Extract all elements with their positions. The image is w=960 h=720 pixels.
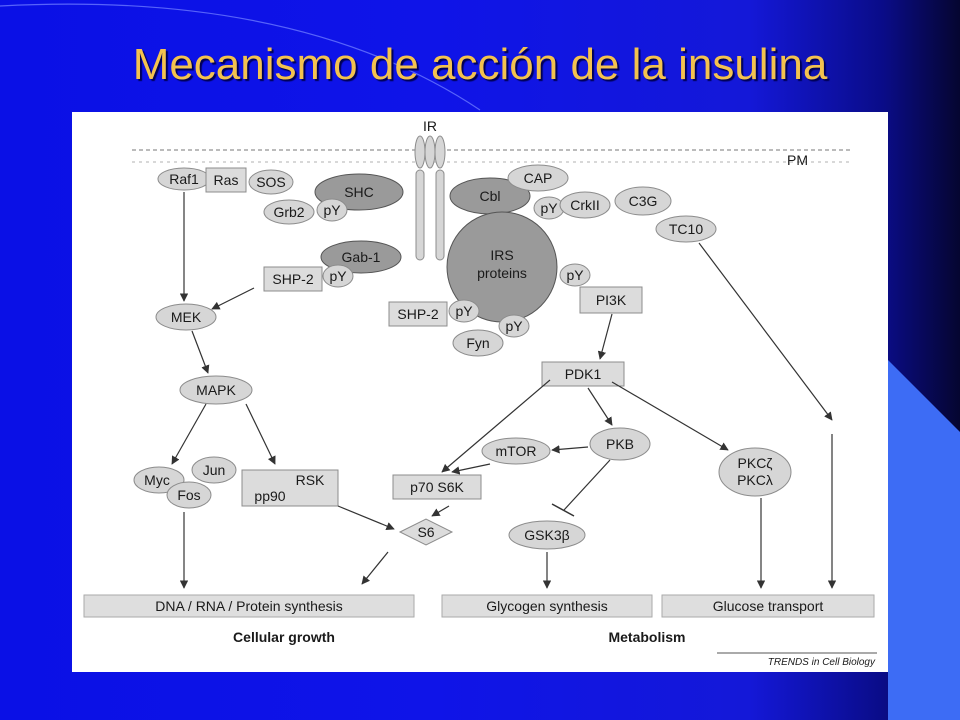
pkb-label: PKB	[606, 436, 634, 452]
shp2-left-label: SHP-2	[272, 271, 313, 287]
mek-label: MEK	[171, 309, 202, 325]
node-pdk1: PDK1	[541, 361, 625, 387]
outcome-dna-label: DNA / RNA / Protein synthesis	[155, 598, 343, 614]
grb2-label: Grb2	[273, 204, 304, 220]
node-tc10: TC10	[655, 215, 717, 243]
insulin-receptor	[414, 135, 446, 261]
p70s6k-label: p70 S6K	[410, 479, 464, 495]
node-grb2: Grb2	[263, 199, 315, 225]
ir-label: IR	[423, 118, 437, 134]
irs-label-line1: IRS	[490, 247, 513, 263]
shp2-center-label: SHP-2	[397, 306, 438, 322]
cap-label: CAP	[524, 170, 553, 186]
node-jun: Jun	[191, 456, 237, 484]
rsk-label: RSK	[296, 472, 325, 488]
pi3k-label: PI3K	[596, 292, 627, 308]
source-credit: TRENDS in Cell Biology	[768, 657, 876, 668]
gsk3b-label: GSK3β	[524, 527, 569, 543]
gab1-label: Gab-1	[342, 249, 381, 265]
c3g-label: C3G	[629, 193, 658, 209]
pm-label: PM	[787, 152, 808, 168]
node-c3g: C3G	[614, 186, 672, 216]
pathway-arrows	[171, 192, 837, 589]
node-cap: CAP	[507, 164, 569, 192]
raf1-label: Raf1	[169, 171, 199, 187]
node-pkc: PKCζ PKCλ	[718, 447, 792, 497]
py-shp2-label: pY	[455, 303, 473, 319]
category-cellular-growth: Cellular growth	[233, 629, 335, 645]
outcome-glucose: Glucose transport	[661, 594, 875, 618]
pdk1-label: PDK1	[565, 366, 602, 382]
node-rsk-pp90: RSK pp90	[241, 469, 339, 507]
cbl-label: Cbl	[479, 188, 500, 204]
node-mapk: MAPK	[179, 375, 253, 405]
node-py-cbl: pY	[533, 196, 565, 220]
node-mtor: mTOR	[481, 437, 551, 465]
node-ras: Ras	[205, 167, 247, 193]
sos-label: SOS	[256, 174, 286, 190]
node-fos: Fos	[166, 481, 212, 509]
node-mek: MEK	[155, 303, 217, 331]
node-py-irs-right: pY	[559, 263, 591, 287]
outcome-dna-rna-protein: DNA / RNA / Protein synthesis	[83, 594, 415, 618]
mtor-label: mTOR	[496, 443, 537, 459]
py-fyn-label: pY	[505, 318, 523, 334]
pkc-lambda-label: PKCλ	[737, 472, 773, 488]
outcome-glucose-label: Glucose transport	[713, 598, 824, 614]
outcome-glycogen-label: Glycogen synthesis	[486, 598, 607, 614]
node-sos: SOS	[248, 169, 294, 195]
pkc-zeta-label: PKCζ	[738, 455, 773, 471]
node-pi3k: PI3K	[579, 286, 643, 314]
py-shc-label: pY	[323, 202, 341, 218]
mapk-label: MAPK	[196, 382, 236, 398]
pp90-label: pp90	[254, 488, 285, 504]
plasma-membrane	[132, 149, 852, 163]
node-fyn: Fyn	[452, 329, 504, 357]
node-irs-proteins: IRS proteins	[446, 211, 558, 323]
shc-label: SHC	[344, 184, 374, 200]
node-shp2-left: SHP-2	[263, 266, 323, 292]
fos-label: Fos	[177, 487, 200, 503]
py-irs-right-label: pY	[566, 267, 584, 283]
node-pkb: PKB	[589, 427, 651, 461]
node-p70s6k: p70 S6K	[392, 474, 482, 500]
s6-label: S6	[417, 524, 434, 540]
category-metabolism: Metabolism	[608, 629, 685, 645]
node-shp2-center: SHP-2	[388, 301, 448, 327]
jun-label: Jun	[203, 462, 226, 478]
py-gab-label: pY	[329, 268, 347, 284]
slide-title: Mecanismo de acción de la insulina	[132, 40, 828, 89]
insulin-pathway-diagram: IR PM Raf1 Ras SOS SHC Grb2 pY Cbl CAP p…	[72, 112, 888, 672]
node-py-shc: pY	[316, 198, 348, 222]
node-py-fyn: pY	[498, 314, 530, 338]
tc10-label: TC10	[669, 221, 703, 237]
node-raf1: Raf1	[157, 167, 211, 191]
node-gab1: Gab-1	[320, 240, 402, 274]
decorative-curve	[0, 3, 481, 111]
irs-label-line2: proteins	[477, 265, 527, 281]
py-cbl-label: pY	[540, 200, 558, 216]
decorative-side-bar	[888, 360, 960, 720]
crkii-label: CrkII	[570, 197, 600, 213]
node-s6: S6	[398, 518, 454, 546]
myc-label: Myc	[144, 472, 170, 488]
outcome-glycogen: Glycogen synthesis	[441, 594, 653, 618]
node-crkii: CrkII	[559, 191, 611, 219]
node-gsk3b: GSK3β	[508, 520, 586, 550]
ras-label: Ras	[214, 172, 239, 188]
node-py-shp2: pY	[448, 299, 480, 323]
fyn-label: Fyn	[466, 335, 489, 351]
node-py-gab: pY	[322, 264, 354, 288]
